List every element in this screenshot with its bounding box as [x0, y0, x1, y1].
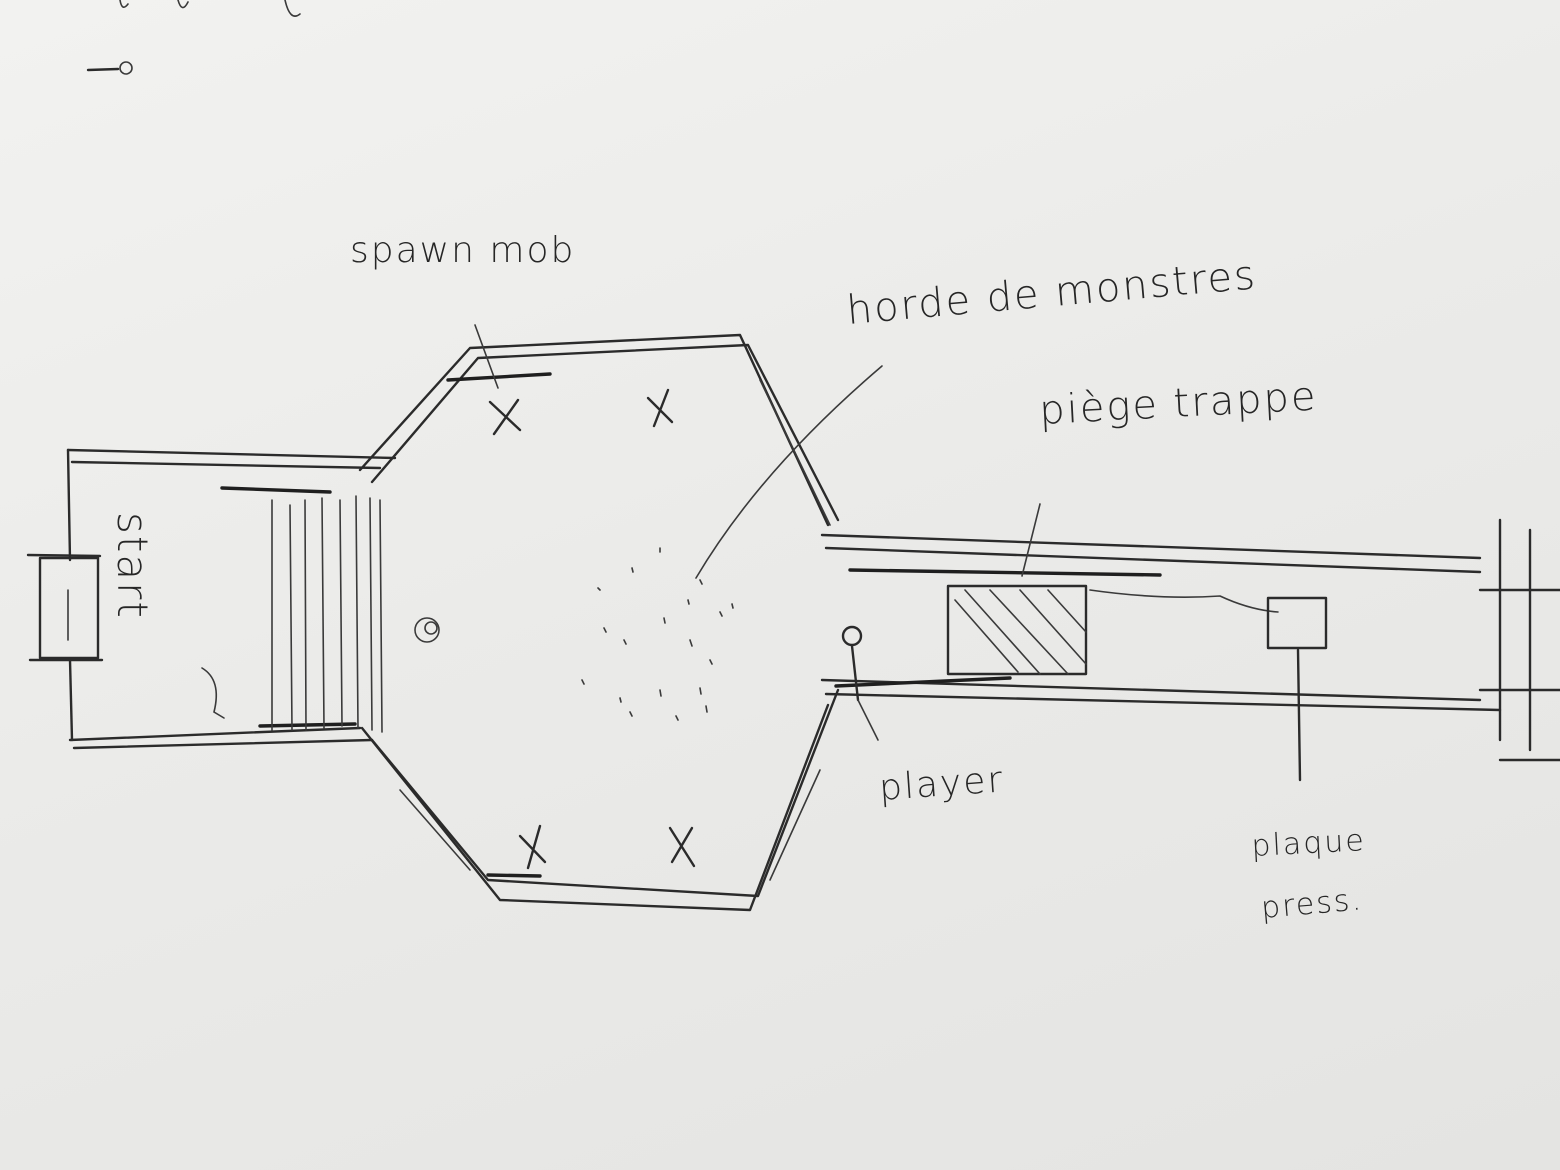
start-door: [28, 555, 102, 660]
pressure-plate: [1268, 598, 1326, 780]
trap-label: piège trappe: [1038, 373, 1319, 434]
spawn-marker: [490, 390, 694, 868]
monster-horde-dots: [582, 548, 733, 720]
annotation-leaders: [696, 366, 1040, 578]
hexagon-arena: [360, 325, 838, 910]
monster-horde-label: horde de monstres: [845, 252, 1259, 334]
pressure-plate-label-line2: press.: [1260, 882, 1365, 926]
spiral-icon: [415, 618, 439, 642]
margin-scribble: [88, 0, 300, 74]
trap-hatch: [948, 586, 1086, 674]
player-label: player: [878, 759, 1006, 809]
start-label: start: [108, 512, 157, 620]
spawn-mob-label: spawn mob: [350, 230, 575, 271]
pressure-plate-label-line1: plaque: [1251, 823, 1367, 864]
corridor: [822, 520, 1560, 760]
